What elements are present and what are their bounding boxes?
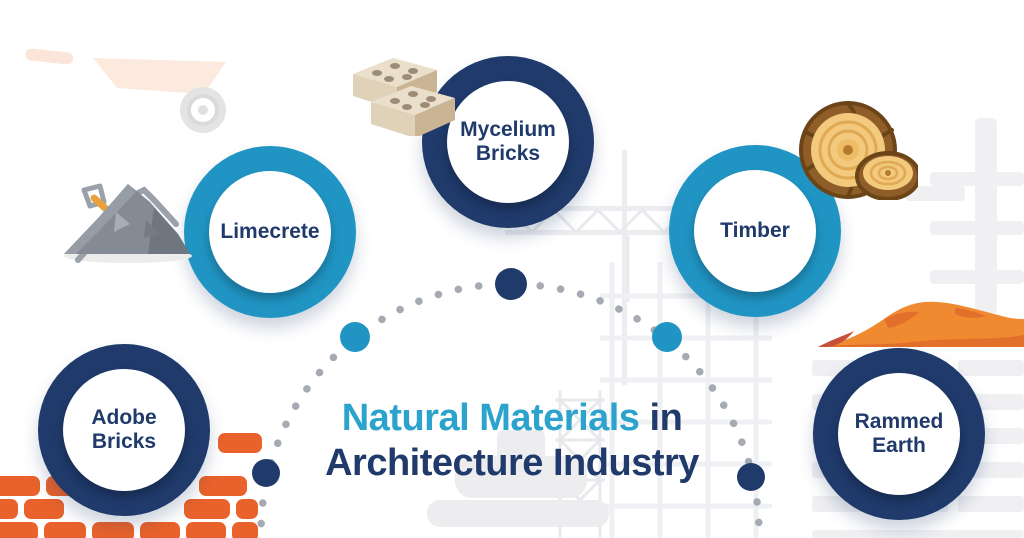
- gravel-pile-shovel-icon: [64, 183, 192, 263]
- mycelium-bricks-icon: [353, 58, 455, 136]
- page-title-highlight: Natural Materials: [341, 397, 640, 439]
- node-timber-face: Timber: [694, 170, 816, 292]
- arc-dot-right-blue: [652, 322, 682, 352]
- node-rammed-earth-face: Rammed Earth: [838, 373, 960, 495]
- arc-dot-left-blue: [340, 322, 370, 352]
- node-limecrete-label: Limecrete: [220, 219, 320, 243]
- node-mycelium-bricks-label: Mycelium Bricks: [460, 117, 556, 165]
- page-title-rest: in: [639, 397, 683, 439]
- page-title: Natural Materials in Architecture Indust…: [0, 396, 1024, 486]
- node-limecrete-face: Limecrete: [209, 171, 331, 293]
- node-rammed-earth: Rammed Earth: [813, 348, 985, 520]
- arc-dot-bottom-right: [737, 463, 765, 491]
- brick-wall-icon: [0, 433, 262, 538]
- node-limecrete: Limecrete: [184, 146, 356, 318]
- arc-dot-bottom-left: [252, 459, 280, 487]
- wheelbarrow-icon: [25, 48, 226, 133]
- sand-pile-icon: [818, 301, 1024, 347]
- arc-dot-top: [495, 268, 527, 300]
- page-title-line2: Architecture Industry: [325, 442, 699, 484]
- node-adobe-bricks-label: Adobe Bricks: [91, 405, 157, 453]
- node-timber-label: Timber: [720, 218, 790, 242]
- node-mycelium-bricks: Mycelium Bricks: [422, 56, 594, 228]
- node-rammed-earth-label: Rammed Earth: [854, 409, 944, 457]
- page-title-line1: Natural Materials in: [0, 396, 1024, 441]
- timber-logs-icon: [799, 101, 918, 200]
- node-adobe-bricks: Adobe Bricks: [38, 344, 210, 516]
- node-mycelium-bricks-face: Mycelium Bricks: [447, 81, 569, 203]
- node-adobe-bricks-face: Adobe Bricks: [63, 369, 185, 491]
